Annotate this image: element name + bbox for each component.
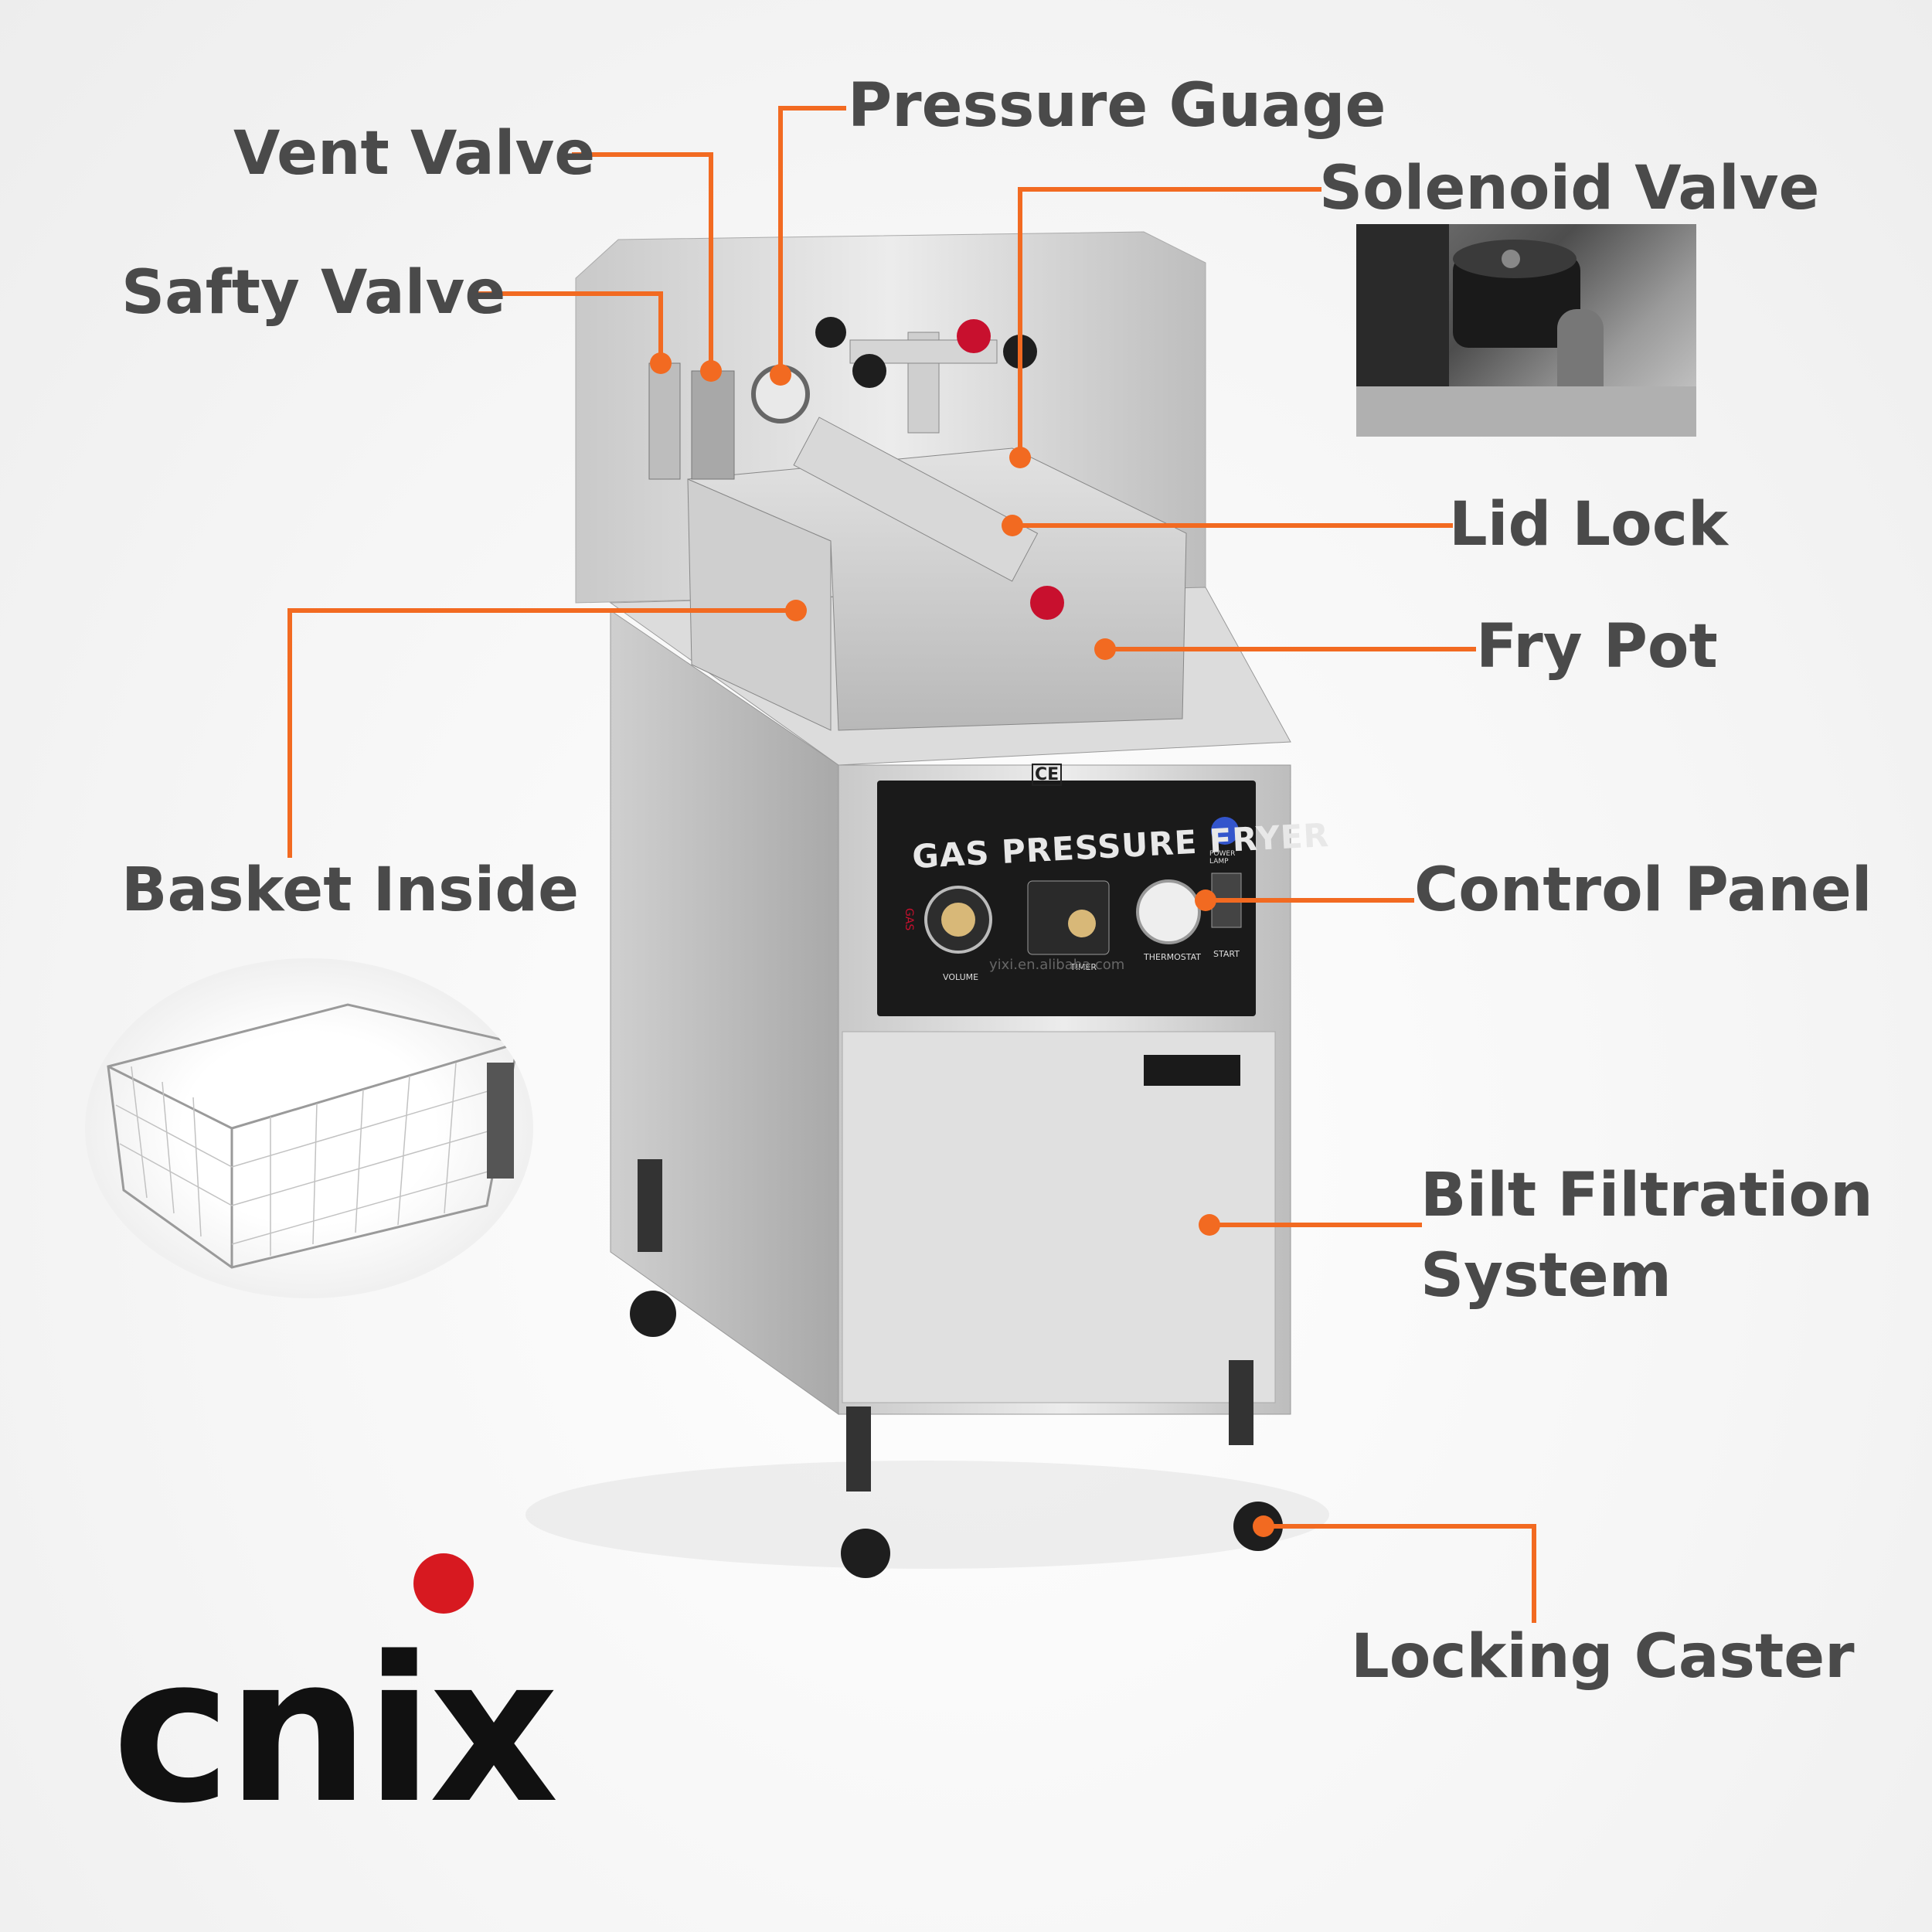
label-basket-inside: Basket Inside [121,855,580,925]
label-pressure-gauge: Pressure Guage [848,71,1386,141]
gas-label: GAS [903,908,915,931]
brand-logo: cnix [112,1614,559,1848]
label-filtration-1: Bilt Filtration [1420,1161,1873,1230]
label-fry-pot: Fry Pot [1476,612,1718,682]
label-lid-lock: Lid Lock [1449,490,1728,560]
brand-logo-dot [413,1553,474,1614]
power-lamp-label: POWER LAMP [1209,850,1236,866]
thermostat-label: THERMOSTAT [1144,952,1201,962]
label-locking-caster: Locking Caster [1351,1622,1855,1692]
label-filtration-2: System [1420,1241,1672,1311]
label-solenoid-valve: Solenoid Valve [1319,154,1820,223]
label-control-panel: Control Panel [1414,855,1872,925]
ce-mark: CE [1032,764,1063,786]
watermark: yixi.en.alibaba.com [989,957,1125,973]
basket-icon [107,1003,519,1269]
label-safety-valve: Safty Valve [121,258,506,328]
timer-label: TIMER [1070,962,1097,972]
volume-label: VOLUME [943,972,979,982]
start-label: START [1213,949,1240,959]
solenoid-valve-photo [1356,224,1696,437]
basket-inset [85,958,533,1298]
label-vent-valve: Vent Valve [233,119,596,189]
